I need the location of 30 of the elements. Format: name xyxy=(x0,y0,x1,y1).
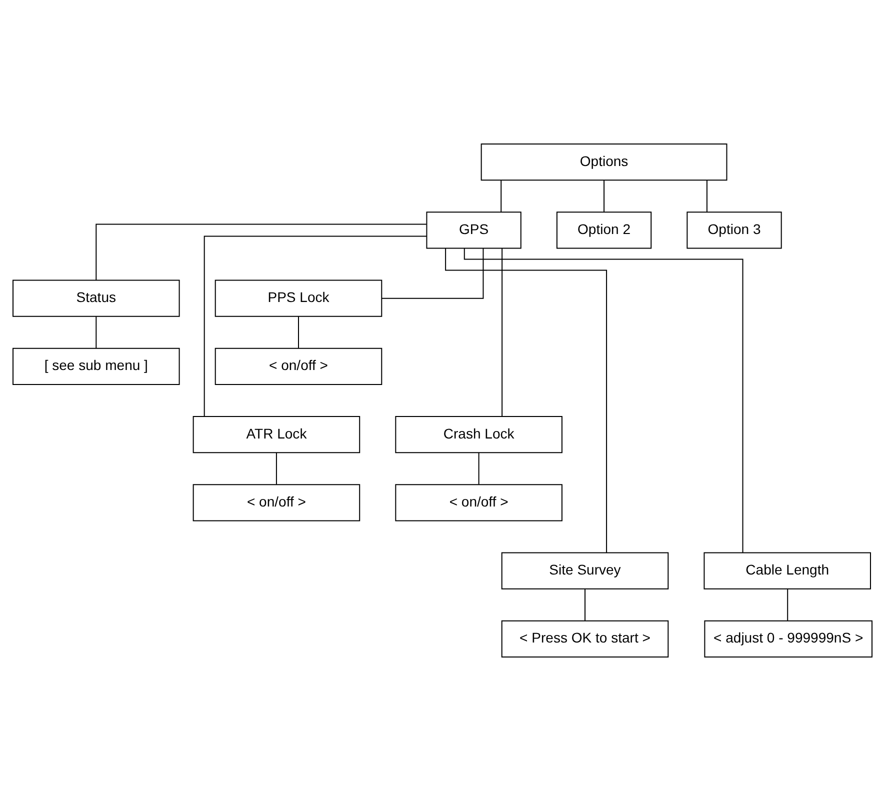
node-box: < adjust 0 - 999999nS > xyxy=(704,620,872,658)
node-box: < on/off > xyxy=(394,484,562,522)
node-box: Option 2 xyxy=(556,212,652,249)
connector xyxy=(501,248,502,417)
node-box: ATR Lock xyxy=(192,416,360,454)
connector xyxy=(275,452,276,485)
node-box: Crash Lock xyxy=(394,416,562,454)
connector xyxy=(584,588,585,622)
connector xyxy=(500,180,502,212)
connector xyxy=(380,248,484,299)
connector xyxy=(203,236,427,417)
connector xyxy=(478,452,479,485)
connector xyxy=(786,588,788,622)
connector xyxy=(444,248,607,553)
node-box: < on/off > xyxy=(214,348,382,385)
node-box: Cable Length xyxy=(703,552,870,590)
connector xyxy=(95,316,96,349)
node-box: < on/off > xyxy=(192,484,360,522)
node-box: Options xyxy=(480,144,727,181)
connector xyxy=(706,180,707,212)
node-box: Site Survey xyxy=(500,552,668,590)
connector xyxy=(463,248,743,554)
node-box: Status xyxy=(12,280,180,317)
node-box: < Press OK to start > xyxy=(500,620,668,658)
node-box: Option 3 xyxy=(686,212,782,249)
connector xyxy=(603,180,604,212)
node-box: PPS Lock xyxy=(214,280,382,317)
connector xyxy=(95,224,426,280)
node-box: [ see sub menu ] xyxy=(12,348,180,385)
node-box: GPS xyxy=(426,212,521,249)
